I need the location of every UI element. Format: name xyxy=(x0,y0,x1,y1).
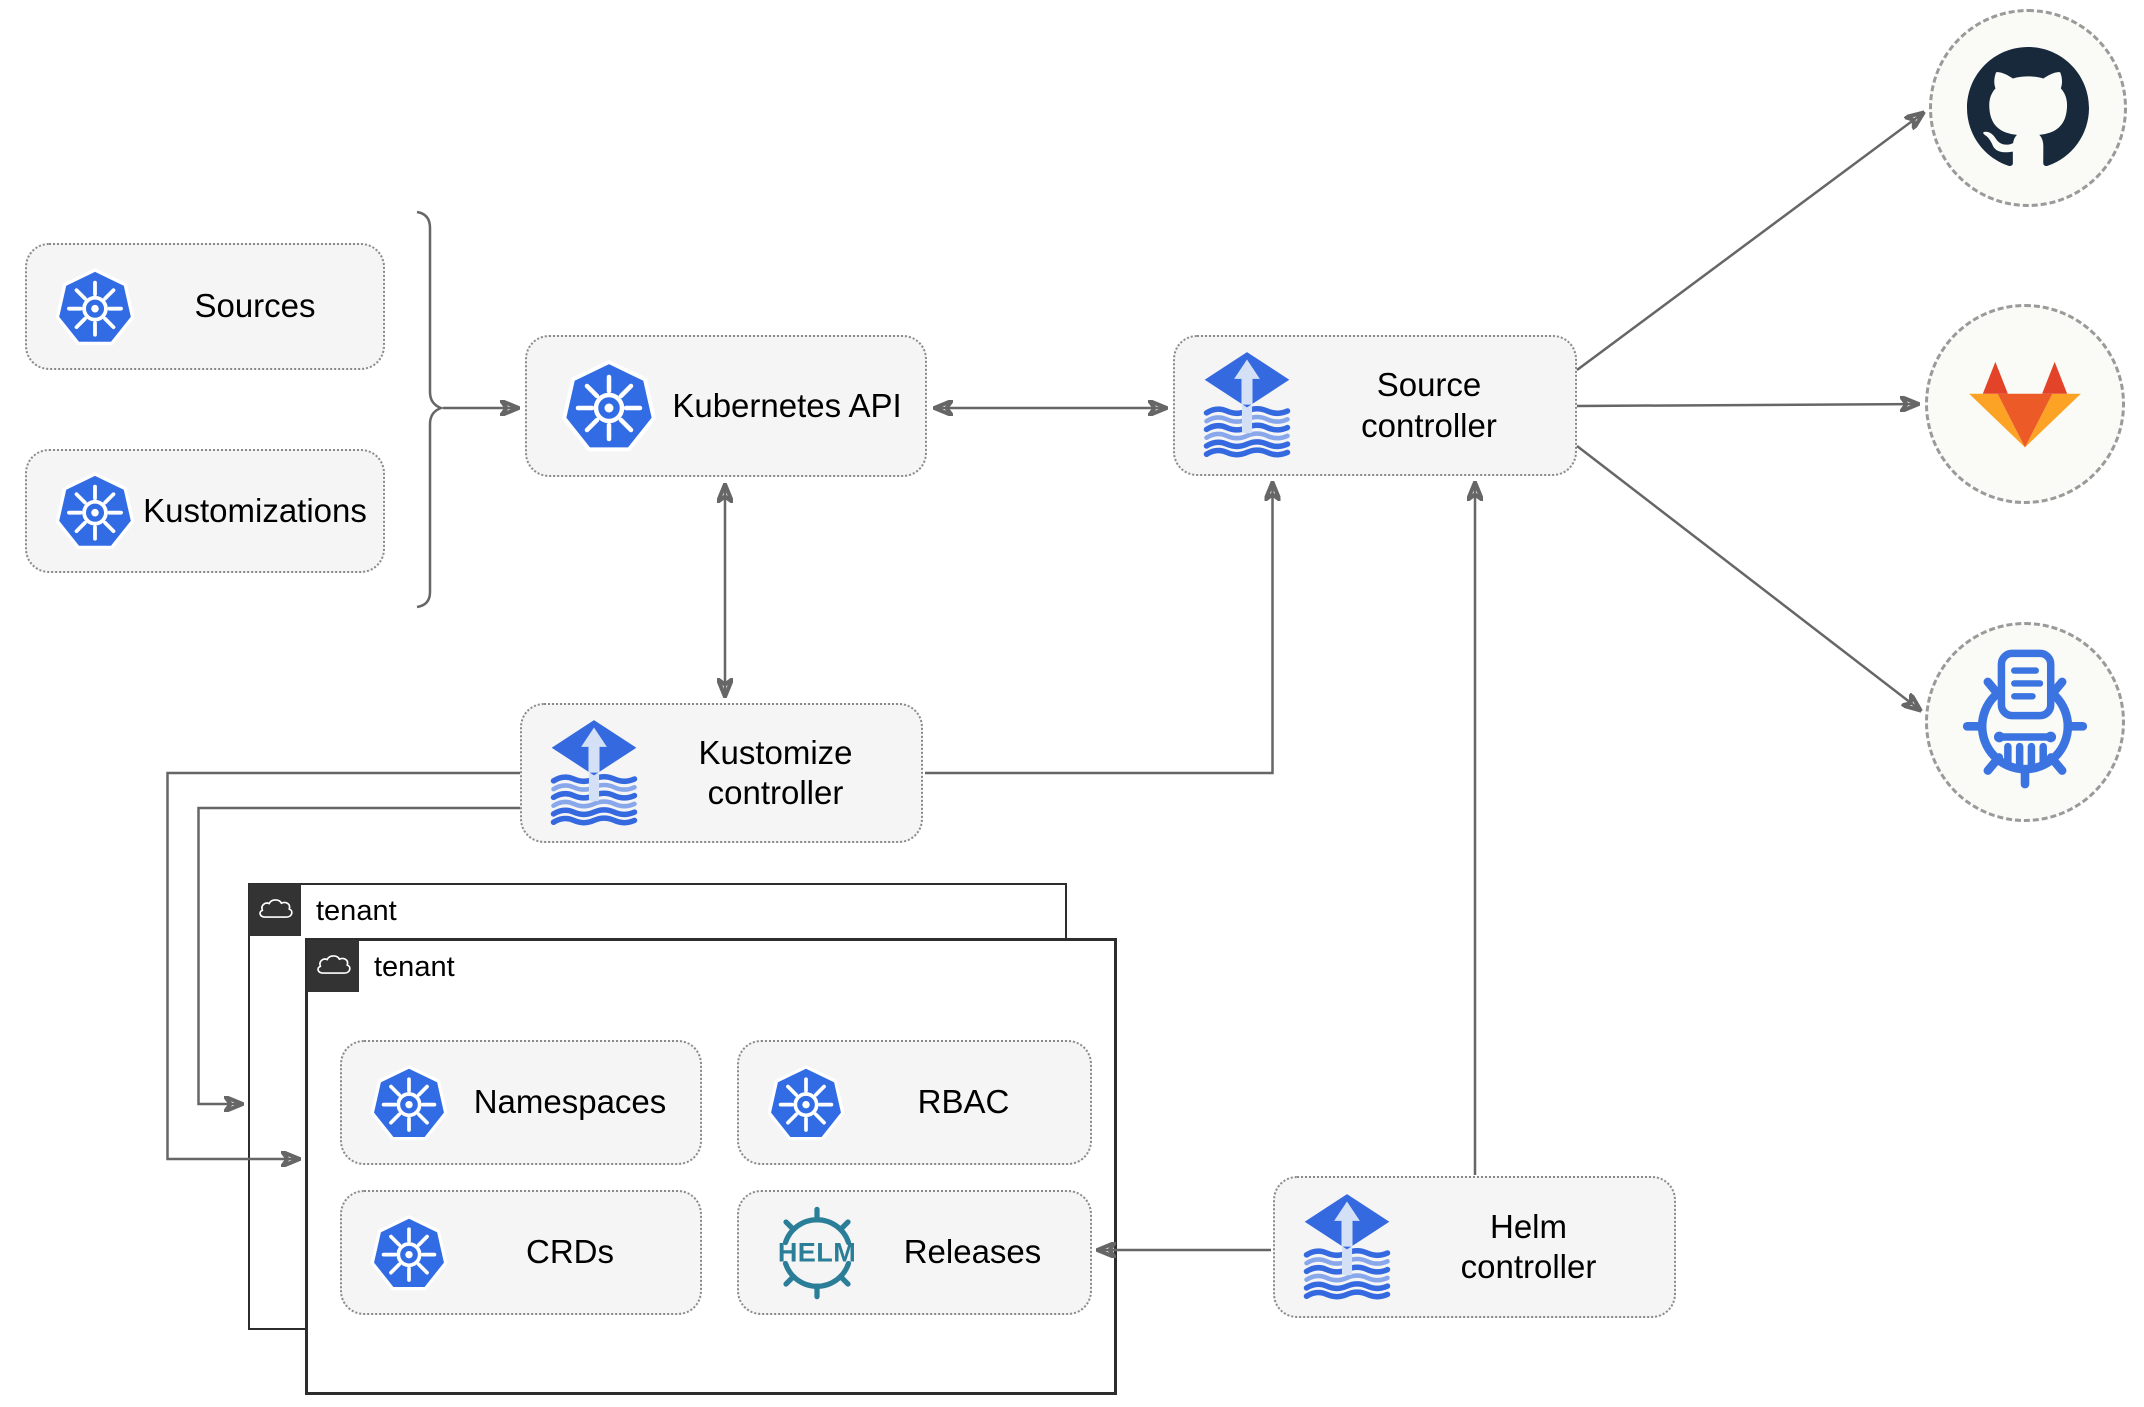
flux-icon xyxy=(548,720,640,827)
flux-icon xyxy=(1201,352,1293,459)
node-rbac-label: RBAC xyxy=(917,1083,1010,1121)
node-sources: Sources xyxy=(25,243,385,370)
node-namespaces: Namespaces xyxy=(340,1040,702,1165)
node-releases: HELM Releases xyxy=(737,1190,1092,1315)
tenant-box-inner: tenant xyxy=(305,938,1117,1395)
node-helm-controller-label: Helm controller xyxy=(1460,1207,1597,1285)
node-kustomizations-label: Kustomizations xyxy=(143,491,367,529)
node-source-controller: Source controller xyxy=(1173,335,1577,476)
node-kubernetes-api-label: Kubernetes API xyxy=(672,386,902,424)
helm-repository-endpoint xyxy=(1925,622,2125,822)
cloud-icon xyxy=(317,955,351,974)
edge-source-to-gitlab xyxy=(1576,404,1918,406)
node-kustomize-controller-label: Kustomize controller xyxy=(698,733,853,811)
node-kubernetes-api: Kubernetes API xyxy=(525,335,927,477)
edge-source-to-github xyxy=(1576,113,1923,372)
cloud-icon xyxy=(259,899,293,918)
gitlab-endpoint xyxy=(1925,304,2125,504)
gitlab-icon xyxy=(1969,361,2081,448)
edge-source-to-helm-repository xyxy=(1576,445,1920,710)
edge-kustomize-to-source xyxy=(925,483,1273,775)
kubernetes-icon xyxy=(368,1062,450,1144)
node-sources-label: Sources xyxy=(194,287,316,325)
github-endpoint xyxy=(1929,9,2127,207)
node-namespaces-label: Namespaces xyxy=(473,1083,667,1121)
kubernetes-icon xyxy=(559,356,659,456)
kubernetes-icon xyxy=(53,469,137,553)
chartmuseum-icon xyxy=(1962,649,2088,789)
github-icon xyxy=(1967,47,2089,166)
tenant-outer-tab xyxy=(249,884,301,936)
node-kustomizations: Kustomizations xyxy=(25,449,385,573)
kubernetes-icon xyxy=(368,1212,450,1294)
kubernetes-icon xyxy=(765,1062,847,1144)
node-crds-label: CRDs xyxy=(526,1233,614,1271)
node-rbac: RBAC xyxy=(737,1040,1092,1165)
edge-sources-bracket xyxy=(416,210,445,609)
helm-word: HELM xyxy=(778,1237,856,1267)
node-helm-controller: Helm controller xyxy=(1273,1176,1676,1318)
tenant-inner-tab xyxy=(307,940,359,992)
node-releases-label: Releases xyxy=(903,1233,1042,1271)
flux-icon xyxy=(1301,1194,1393,1301)
tenant-outer-label: tenant xyxy=(316,895,397,927)
node-source-controller-label: Source controller xyxy=(1361,366,1497,444)
tenant-inner-label: tenant xyxy=(374,951,455,983)
node-kustomize-controller: Kustomize controller xyxy=(520,703,923,843)
kubernetes-icon xyxy=(53,265,137,349)
node-crds: CRDs xyxy=(340,1190,702,1315)
helm-logo-icon: HELM xyxy=(769,1205,865,1301)
